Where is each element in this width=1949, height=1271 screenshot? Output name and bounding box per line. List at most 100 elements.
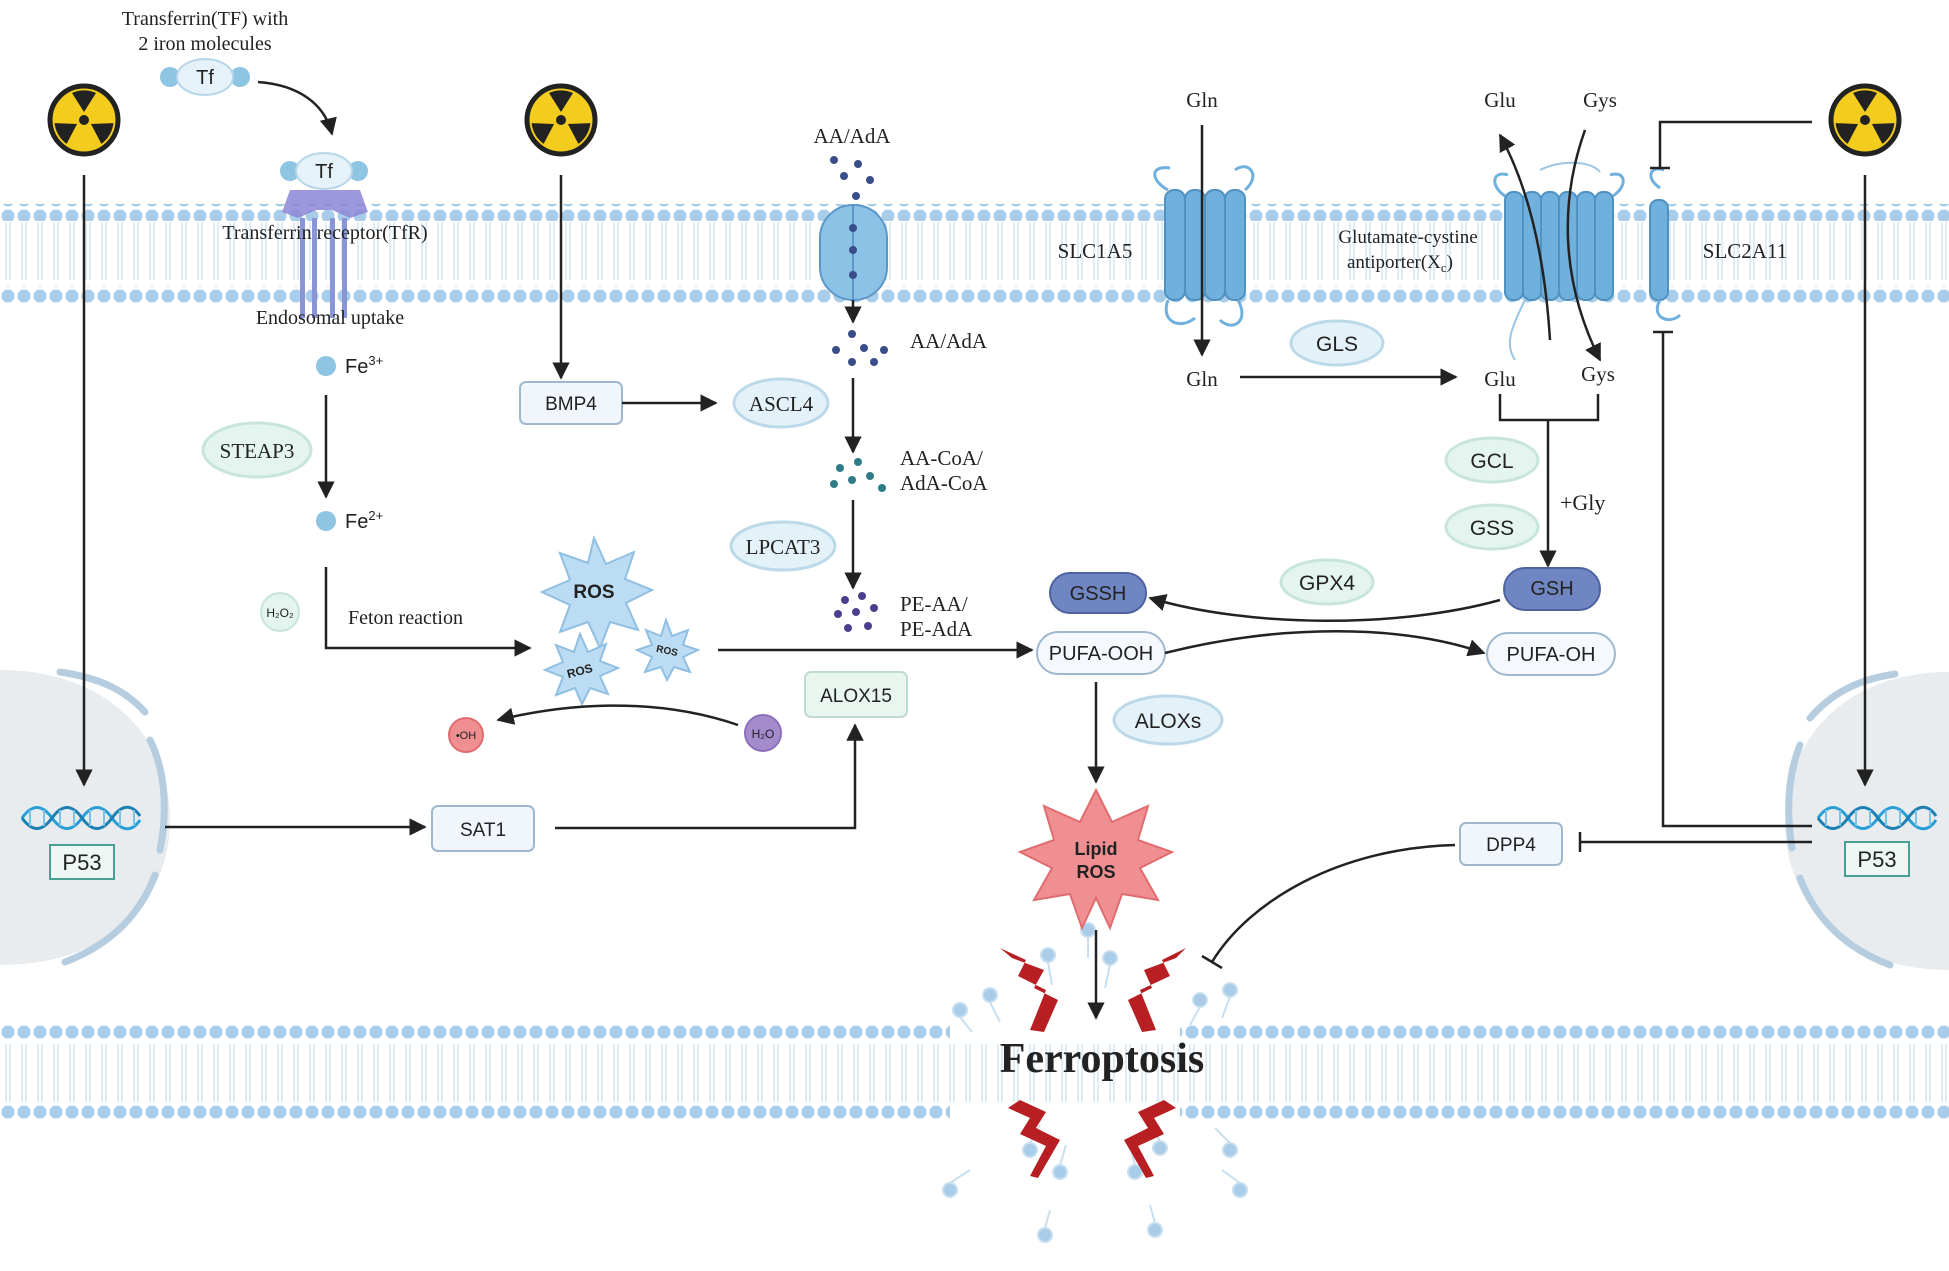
h2o2-label: H₂O₂ [266,606,294,620]
lipid-ros-label-line2: ROS [1076,862,1115,882]
hydroxyl-node [448,717,484,753]
tf-label: Tf [196,67,214,89]
gpx4-label: GPX4 [1299,572,1355,595]
ros-large-label: ROS [573,582,614,603]
gssh-node [1049,572,1147,614]
aa-ada-top-label: AA/AdA [814,124,892,148]
alox15-node [804,671,908,718]
h2o2-node [260,592,300,632]
pufa-oh-label: PUFA-OH [1507,644,1596,666]
lightning-icon [1000,948,1186,1178]
gln-bottom-label: Gln [1186,367,1218,391]
gys-import-arrow [1566,129,1602,362]
pufa-oh-node [1486,632,1616,676]
ros-burst-small-right: ROS [634,616,701,683]
aa-ada-mid-label: AA/AdA [910,329,988,353]
fe3-dot [316,356,336,376]
glu-bottom-label: Glu [1484,367,1516,391]
glu-top-label: Glu [1484,88,1516,112]
ros-burst-large: ROS [539,534,655,651]
fenton-arrow [324,567,532,657]
lipid-ros-burst: Lipid ROS [1017,787,1175,931]
sat1-to-alox15-arrow [555,723,864,830]
hydroxyl-label: •OH [456,730,476,742]
fe2-dot [316,511,336,531]
lpcat3-label: LPCAT3 [746,535,821,559]
gys-top-label: Gys [1583,88,1617,112]
slc2a11-transporter [1649,167,1682,321]
aloxs-node [1112,694,1224,746]
transferrin-receptor: Tf [280,152,368,318]
gls-label: GLS [1316,333,1358,356]
transferrin-free: Tf [160,58,250,96]
steap3-label: STEAP3 [220,439,295,463]
aa-coa-label-line2: AdA-CoA [900,471,988,495]
aloxs-label: ALOXs [1135,710,1202,733]
glu-gys-bracket [1498,394,1600,422]
radiation-icon [47,83,121,157]
right-nucleus [1785,670,1949,970]
xc-label-line1: Glutamate-cystine [1338,227,1477,248]
ascl4-label: ASCL4 [749,392,814,416]
sat1-label: SAT1 [460,820,506,841]
pufa-ooh-label: PUFA-OOH [1049,643,1153,665]
water-to-hydroxyl-arrow [496,704,739,727]
gpx4-node [1279,558,1375,606]
gys-bottom-label: Gys [1581,362,1615,386]
ros-small-left-label: ROS [565,661,594,681]
dpp4-inhibits-ferroptosis [1210,843,1456,963]
glu-export-arrow [1498,133,1552,341]
gly-label: +Gly [1560,490,1605,515]
tfr-label: Transferrin receptor(TfR) [222,222,427,244]
p53-left-box [49,844,115,880]
bottom-membrane [0,922,1949,1243]
radiation-inhibits-slc2a11-top [1658,120,1812,168]
dna-helix-icon [1816,805,1938,831]
fe2-label: Fe2+ [345,508,383,533]
xc-label-line2: antiporter(Xc) [1347,252,1453,275]
gcl-label: GCL [1470,450,1513,473]
top-membrane [0,204,1949,303]
gssh-label: GSSH [1070,583,1127,605]
pe-aa-label-line2: PE-AdA [900,617,973,641]
alox15-label: ALOX15 [820,686,892,707]
pufa-ooh-to-pufa-oh-arrow [1164,630,1486,657]
gcl-node [1444,436,1540,484]
gsh-to-gssh-arrow [1148,594,1501,622]
aa-coa-dots [830,458,886,492]
pe-aa-label-line1: PE-AA/ [900,592,968,616]
lipid-ros-label-line1: Lipid [1075,839,1118,859]
lpcat3-node [729,520,837,572]
ros-small-right-label: ROS [655,644,679,659]
steap3-node [201,421,313,479]
gln-top-label: Gln [1186,88,1218,112]
dna-helix-icon [20,805,142,831]
gsh-label: GSH [1530,578,1573,600]
aa-coa-label-line1: AA-CoA/ [900,446,983,470]
pe-aa-dots [834,592,878,632]
p53-left-label: P53 [62,850,101,875]
slc1a5-transporter [1153,165,1255,327]
gss-node [1444,503,1540,551]
ferroptosis-label: Ferroptosis [1000,1036,1205,1082]
p53-right-box [1844,841,1910,877]
xc-antiporter [1493,161,1625,361]
left-nucleus [0,668,170,966]
tf-bound-label: Tf [315,161,333,183]
ros-burst-small-left: ROS [542,631,621,707]
slc2a11-label: SLC2A11 [1703,239,1787,263]
tf-binding-arrow [257,80,337,136]
p53-inhibits-slc2a11 [1661,332,1812,828]
radiation-icon [1828,83,1902,157]
endosomal-label: Endosomal uptake [256,307,404,329]
tf-title-line2: 2 iron molecules [138,33,272,55]
tf-title-line1: Transferrin(TF) with [122,8,288,30]
radiation-icon [524,83,598,157]
p53-right-label: P53 [1857,847,1896,872]
dpp4-node [1459,822,1563,866]
gsh-node [1503,567,1601,611]
ascl4-node [732,377,830,429]
fe3-label: Fe3+ [345,353,383,378]
gss-label: GSS [1470,517,1514,540]
